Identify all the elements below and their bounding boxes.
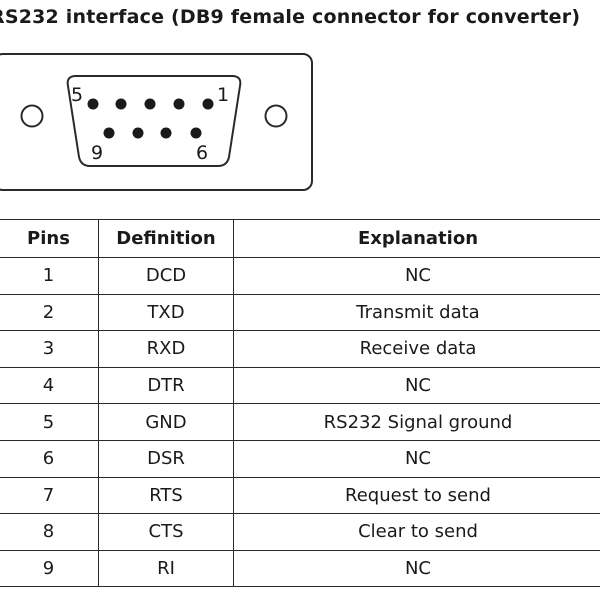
table-header-row: Pins Definition Explanation: [0, 219, 600, 258]
bottom-pin-row: [103, 127, 202, 139]
table-row: 8 CTS Clear to send: [0, 513, 600, 551]
pin-4: [115, 98, 127, 110]
pin-3: [144, 98, 156, 110]
page-title: RS232 interface (DB9 female connector fo…: [0, 6, 581, 28]
pin-label-6: 6: [196, 142, 208, 164]
definition-cell: RXD: [98, 330, 234, 368]
connector-plate: [0, 53, 313, 191]
pin-cell: 1: [0, 257, 99, 295]
column-header-explanation: Explanation: [233, 219, 600, 258]
db9-connector-diagram: 5 1 9 6: [0, 53, 313, 191]
definition-cell: DCD: [98, 257, 234, 295]
d-sub-shell: [66, 75, 242, 167]
explanation-cell: NC: [233, 257, 600, 295]
explanation-cell: RS232 Signal ground: [233, 403, 600, 441]
definition-cell: DSR: [98, 439, 234, 478]
definition-cell: CTS: [98, 513, 234, 551]
definition-cell: TXD: [98, 293, 234, 332]
table-row: 7 RTS Request to send: [0, 476, 600, 515]
definition-cell: RTS: [98, 476, 234, 515]
pin-7: [160, 127, 172, 139]
pin-1: [202, 98, 214, 110]
pin-cell: 3: [0, 330, 99, 368]
pin-cell: 7: [0, 476, 99, 515]
top-pin-row: [87, 98, 214, 110]
pin-cell: 8: [0, 513, 99, 551]
pin-cell: 9: [0, 549, 99, 588]
pin-label-9: 9: [91, 142, 103, 164]
table-row: 9 RI NC: [0, 549, 600, 588]
table-row: 1 DCD NC: [0, 257, 600, 295]
explanation-cell: Transmit data: [233, 293, 600, 332]
pin-6: [190, 127, 202, 139]
table-row: 6 DSR NC: [0, 439, 600, 478]
pin-5: [87, 98, 99, 110]
pin-label-5: 5: [71, 84, 83, 106]
explanation-cell: NC: [233, 439, 600, 478]
pin-9: [103, 127, 115, 139]
column-header-definition: Definition: [98, 219, 234, 258]
pin-cell: 6: [0, 439, 99, 478]
pin-cell: 5: [0, 403, 99, 441]
table-row: 4 DTR NC: [0, 366, 600, 405]
definition-cell: RI: [98, 549, 234, 588]
pin-label-1: 1: [217, 84, 229, 106]
explanation-cell: Receive data: [233, 330, 600, 368]
mounting-hole-right: [264, 104, 288, 128]
definition-cell: GND: [98, 403, 234, 441]
pin-cell: 2: [0, 293, 99, 332]
explanation-cell: NC: [233, 366, 600, 405]
pin-definition-table: Pins Definition Explanation 1 DCD NC 2 T…: [0, 219, 600, 588]
pin-cell: 4: [0, 366, 99, 405]
pin-2: [173, 98, 185, 110]
pin-8: [132, 127, 144, 139]
mounting-hole-left: [20, 104, 44, 128]
explanation-cell: Request to send: [233, 476, 600, 515]
definition-cell: DTR: [98, 366, 234, 405]
explanation-cell: NC: [233, 549, 600, 588]
table-row: 3 RXD Receive data: [0, 330, 600, 368]
explanation-cell: Clear to send: [233, 513, 600, 551]
column-header-pins: Pins: [0, 219, 99, 258]
table-row: 2 TXD Transmit data: [0, 293, 600, 332]
table-row: 5 GND RS232 Signal ground: [0, 403, 600, 441]
